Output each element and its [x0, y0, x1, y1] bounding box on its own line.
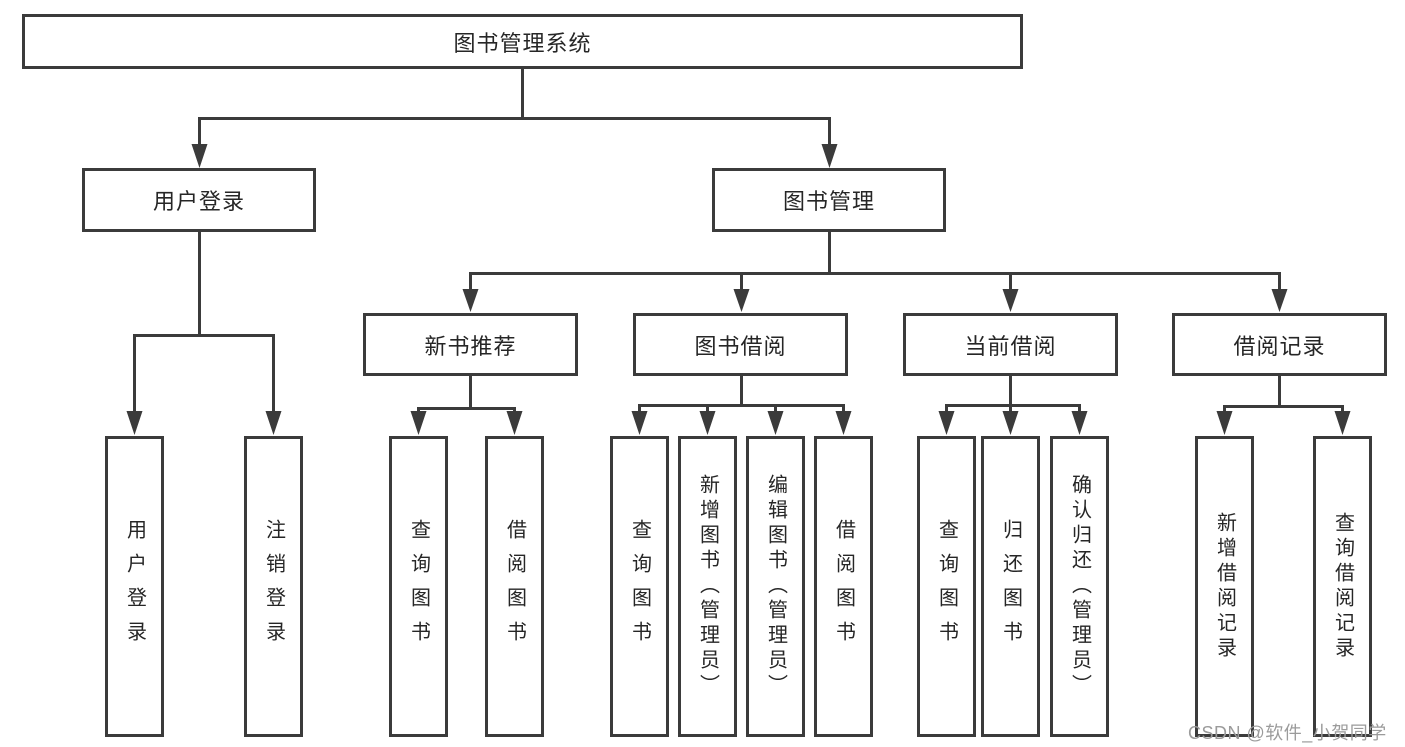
node-return-books-label: 归还图书	[999, 518, 1022, 655]
node-return-books: 归还图书	[981, 436, 1040, 737]
node-query-books-borrow: 查询图书	[610, 436, 669, 737]
node-book-management-label: 图书管理	[782, 189, 875, 214]
arrowhead-icon	[835, 411, 852, 435]
arrowhead-icon	[1002, 289, 1019, 312]
arrowhead-icon	[1002, 411, 1019, 435]
node-add-borrow-record: 新增借阅记录	[1195, 436, 1254, 737]
node-user-login: 用户登录	[82, 168, 316, 232]
arrowhead-icon	[631, 411, 648, 435]
arrowhead-icon	[462, 289, 479, 312]
connector-current-borrowing	[945, 376, 1081, 414]
node-edit-book-admin: 编辑图书（管理员）	[746, 436, 805, 737]
node-query-books-current-label: 查询图书	[935, 518, 958, 655]
node-add-book-admin: 新增图书（管理员）	[678, 436, 737, 737]
node-borrow-books-action-label: 借阅图书	[832, 518, 855, 655]
node-user-login-label: 用户登录	[152, 189, 245, 214]
node-query-books-recommend: 查询图书	[389, 436, 448, 737]
node-add-borrow-record-label: 新增借阅记录	[1213, 511, 1236, 662]
node-query-borrow-record: 查询借阅记录	[1313, 436, 1372, 737]
arrowhead-icon	[506, 411, 523, 435]
node-library-system-label: 图书管理系统	[453, 30, 592, 56]
node-borrowing-records-label: 借阅记录	[1233, 333, 1326, 359]
node-query-books-borrow-label: 查询图书	[628, 518, 651, 655]
node-confirm-return-admin: 确认归还（管理员）	[1050, 436, 1109, 737]
connector-root	[198, 69, 831, 146]
arrowhead-icon	[1216, 411, 1233, 435]
node-current-borrowing-label: 当前借阅	[964, 333, 1057, 359]
node-library-system: 图书管理系统	[22, 14, 1023, 69]
arrowhead-icon	[733, 289, 750, 312]
node-query-books-current: 查询图书	[917, 436, 976, 737]
node-user-login-action: 用户登录	[105, 436, 164, 737]
arrowhead-icon	[938, 411, 955, 435]
node-borrow-books-action: 借阅图书	[814, 436, 873, 737]
connector-user-login	[133, 232, 275, 414]
node-borrow-books-recommend: 借阅图书	[485, 436, 544, 737]
node-logout-action-label: 注销登录	[262, 518, 285, 655]
node-logout-action: 注销登录	[244, 436, 303, 737]
arrowhead-icon	[767, 411, 784, 435]
node-confirm-return-admin-label: 确认归还（管理员）	[1068, 474, 1091, 699]
arrowhead-icon	[1334, 411, 1351, 435]
arrowheads	[126, 144, 1351, 435]
node-new-book-recommendation-label: 新书推荐	[424, 333, 517, 359]
arrowhead-icon	[1071, 411, 1088, 435]
node-add-book-admin-label: 新增图书（管理员）	[696, 474, 719, 699]
connector-new-book-recommendation	[417, 376, 516, 414]
csdn-watermark: CSDN @软件_小贺同学	[1188, 723, 1387, 743]
arrowhead-icon	[699, 411, 716, 435]
arrowhead-icon	[265, 411, 282, 435]
arrowhead-icon	[126, 411, 143, 435]
node-query-books-recommend-label: 查询图书	[407, 518, 430, 655]
node-book-borrowing-label: 图书借阅	[694, 333, 787, 359]
node-user-login-action-label: 用户登录	[123, 518, 146, 655]
node-current-borrowing: 当前借阅	[903, 313, 1118, 376]
arrowhead-icon	[191, 144, 208, 168]
arrowhead-icon	[410, 411, 427, 435]
node-book-management: 图书管理	[712, 168, 946, 232]
connector-borrowing-records	[1223, 376, 1344, 414]
node-query-borrow-record-label: 查询借阅记录	[1331, 511, 1354, 662]
arrowhead-icon	[821, 144, 838, 168]
node-new-book-recommendation: 新书推荐	[363, 313, 578, 376]
arrowhead-icon	[1271, 289, 1288, 312]
connector-book-borrowing	[638, 376, 845, 414]
node-edit-book-admin-label: 编辑图书（管理员）	[764, 474, 787, 699]
node-borrowing-records: 借阅记录	[1172, 313, 1387, 376]
connector-book-management	[469, 232, 1281, 291]
node-book-borrowing: 图书借阅	[633, 313, 848, 376]
node-borrow-books-recommend-label: 借阅图书	[503, 518, 526, 655]
